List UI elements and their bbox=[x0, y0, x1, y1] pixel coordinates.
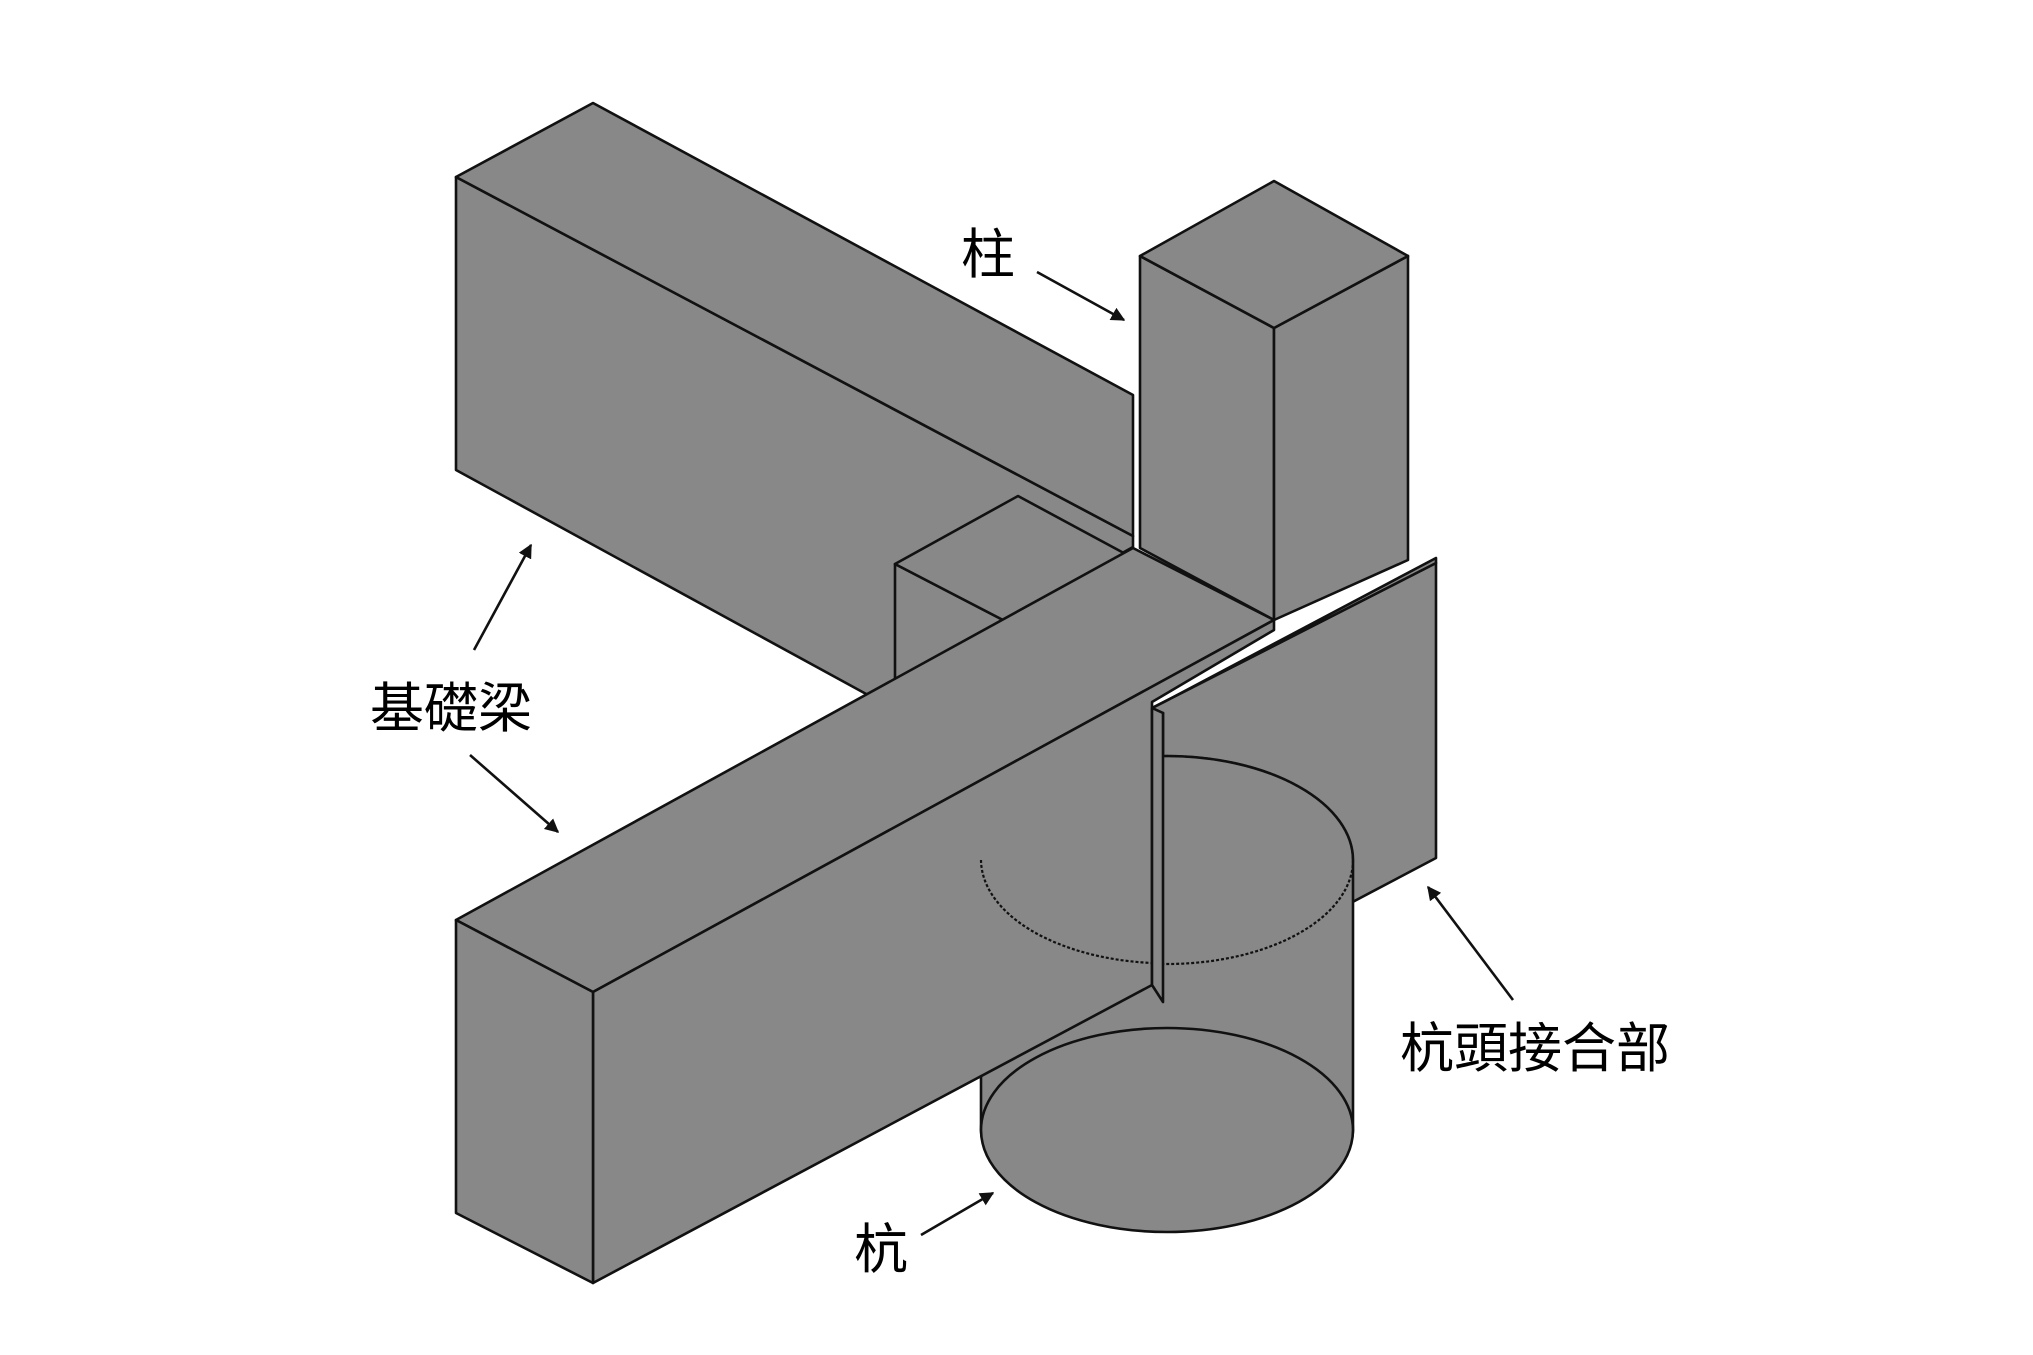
pile-top-hidden-edge-front bbox=[979, 859, 1153, 965]
beam-back-top-face bbox=[454, 101, 1135, 538]
label-foundation-beam: 基礎梁 bbox=[370, 677, 532, 740]
arrow-pile-head-joint bbox=[1426, 885, 1515, 1001]
beam-front-end-face bbox=[454, 918, 595, 1285]
joint-strip bbox=[1150, 706, 1165, 1004]
label-pile: 杭 bbox=[854, 1218, 908, 1281]
foundation-beam-front bbox=[454, 546, 1276, 1285]
column bbox=[1138, 179, 1410, 622]
leader-arrows bbox=[469, 270, 1515, 1237]
plate-top-edge bbox=[1150, 556, 1438, 710]
column-top-face bbox=[1138, 179, 1410, 330]
arrow-pile bbox=[920, 1191, 995, 1237]
pile-top-hidden-edge bbox=[979, 754, 1355, 966]
label-column: 柱 bbox=[961, 223, 1015, 286]
arrow-beam-back bbox=[472, 543, 533, 651]
labels: 柱 基礎梁 杭頭接合部 杭 bbox=[370, 223, 1670, 1281]
label-pile-head-joint: 杭頭接合部 bbox=[1400, 1017, 1670, 1080]
arrow-column bbox=[1036, 270, 1126, 322]
arrow-beam-front bbox=[469, 754, 560, 833]
pile-head-joint-strip bbox=[979, 706, 1165, 1004]
pile-bottom-end bbox=[979, 1026, 1355, 1234]
